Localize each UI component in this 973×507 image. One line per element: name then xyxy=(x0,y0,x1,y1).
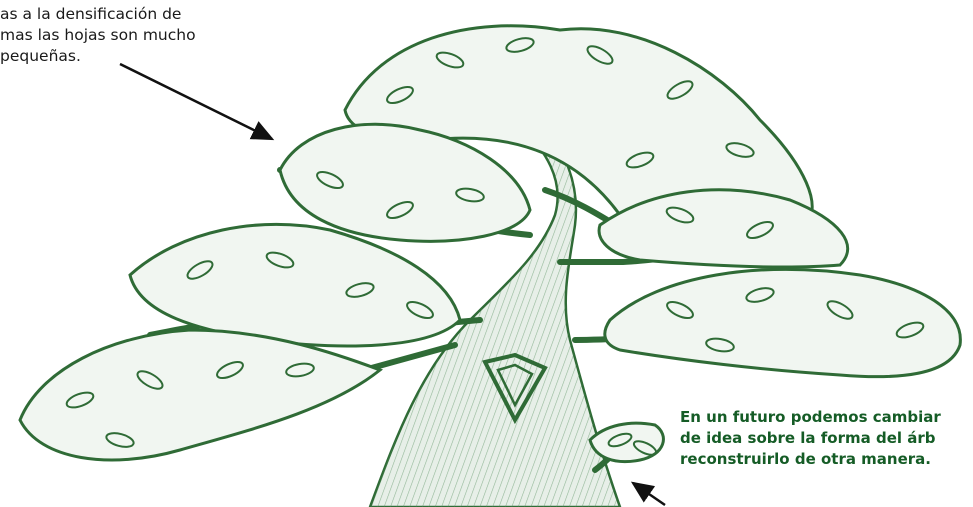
annotation-bottom-right-line-2: de idea sobre la forma del árb xyxy=(680,429,936,447)
annotation-arrow-bottom xyxy=(630,481,666,507)
annotation-top-left-line-2: mas las hojas son mucho xyxy=(0,26,196,44)
annotation-top-left-line-1: as a la densificación de xyxy=(0,5,182,23)
annotation-top-left-line-3: pequeñas. xyxy=(0,47,81,65)
annotation-bottom-right-line-3: reconstruirlo de otra manera. xyxy=(680,450,932,468)
tree-foliage xyxy=(18,24,962,464)
annotation-arrow-top xyxy=(119,62,275,141)
leaf-texture xyxy=(65,37,925,456)
tree-trunk xyxy=(368,118,622,507)
annotation-top-left: as a la densificación de mas las hojas s… xyxy=(0,4,250,67)
annotation-bottom-right: En un futuro podemos cambiar de idea sob… xyxy=(680,407,973,470)
annotation-bottom-right-line-1: En un futuro podemos cambiar xyxy=(680,408,941,426)
